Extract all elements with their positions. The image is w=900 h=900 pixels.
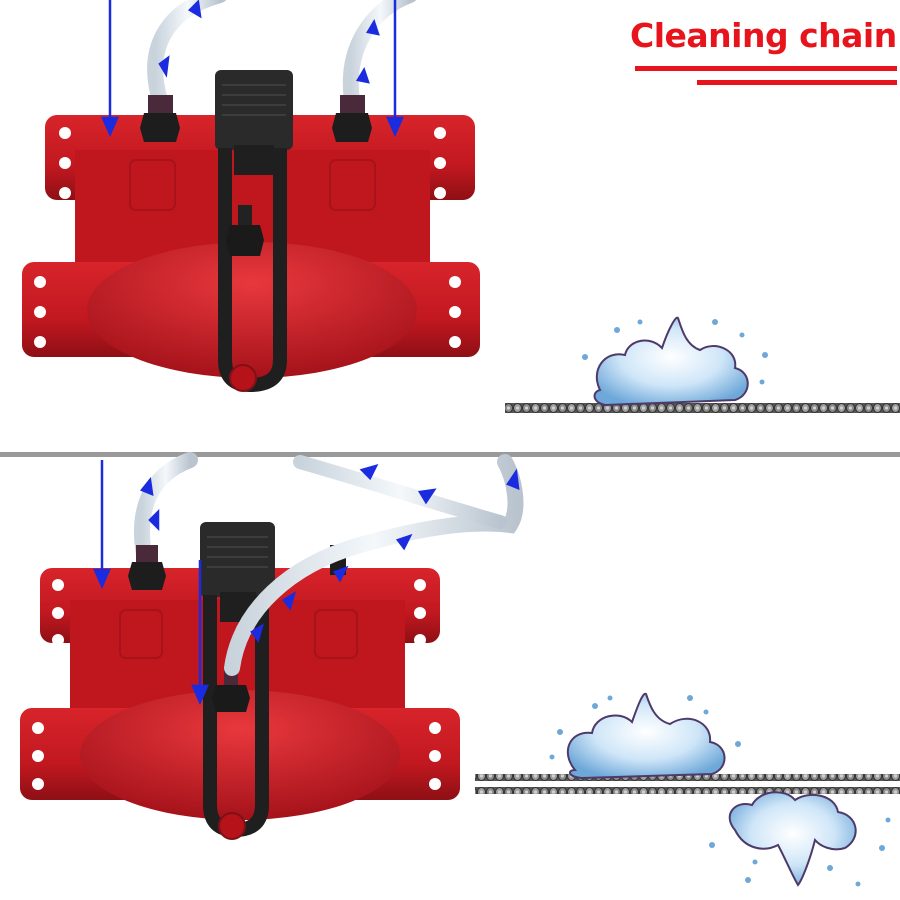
page-title: Cleaning chain xyxy=(630,16,897,55)
water-splash-top xyxy=(582,316,768,407)
panel-divider xyxy=(0,452,900,457)
cleaner-device-top xyxy=(22,0,480,455)
flow-arrows-top xyxy=(101,0,404,138)
title-underline-bottom xyxy=(697,80,897,85)
flow-arrows-bottom xyxy=(93,460,520,706)
chain-bottom xyxy=(475,774,900,794)
water-splash-bottom-upper xyxy=(549,692,741,780)
cleaner-device-bottom xyxy=(20,452,524,900)
water-splash-bottom-lower xyxy=(709,791,891,887)
title-underline-top xyxy=(635,66,897,71)
